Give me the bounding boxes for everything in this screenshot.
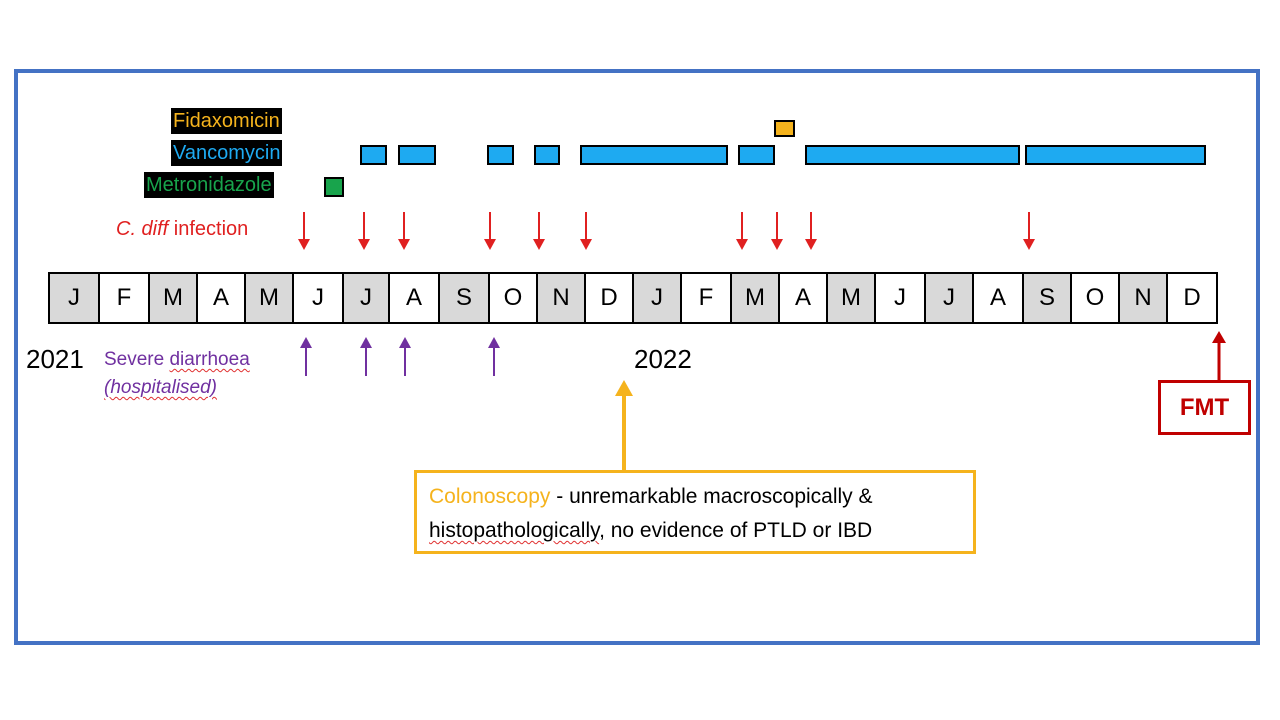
severe-arrow [399,337,411,376]
colonoscopy-line-1: Colonoscopy - unremarkable macroscopical… [429,485,873,508]
severe-arrow [300,337,312,376]
month-cell: A [196,272,246,324]
fmt-label: FMT [1179,393,1230,421]
fidaxomicin-bar [774,120,795,137]
infection-arrow [736,212,748,250]
month-cell: S [438,272,490,324]
year-label-2022: 2022 [634,344,692,374]
fmt-box: FMT [1158,380,1251,435]
colonoscopy-box: Colonoscopy - unremarkable macroscopical… [414,470,976,554]
month-cell: A [778,272,828,324]
vancomycin-bar [1025,145,1206,165]
cdiff-infection-label: C. diff infection [116,218,249,240]
infection-arrow [484,212,496,250]
month-cell: J [632,272,682,324]
month-cell: J [292,272,344,324]
metronidazole-bar [324,177,344,197]
infection-arrow [805,212,817,250]
month-cell: J [874,272,926,324]
month-cell: A [388,272,440,324]
month-cell: J [924,272,974,324]
infection-arrow [580,212,592,250]
month-cell: N [1118,272,1168,324]
hospitalised-text: (hospitalised) [104,377,217,398]
colonoscopy-line-2: histopathologically, no evidence of PTLD… [429,519,873,542]
infection-arrow [771,212,783,250]
month-cell: D [584,272,634,324]
month-cell: M [148,272,198,324]
infection-arrow [358,212,370,250]
severe-arrow [488,337,500,376]
colonoscopy-arrow [615,380,633,474]
vancomycin-bar [360,145,387,165]
vancomycin-bar [487,145,514,165]
severe-arrow [360,337,372,376]
month-cell: M [730,272,780,324]
year-label-2021: 2021 [26,344,84,374]
severe-diarrhoea-text: diarrhoea [169,349,250,370]
month-cell: J [342,272,390,324]
month-cell: F [680,272,732,324]
month-cell: F [98,272,150,324]
month-cell: N [536,272,586,324]
infection-arrow [533,212,545,250]
month-cell: A [972,272,1024,324]
vancomycin-label: Vancomycin [171,140,283,166]
month-cell: D [1166,272,1218,324]
month-cell: J [48,272,100,324]
fidaxomicin-label: Fidaxomicin [171,108,282,134]
vancomycin-bar [805,145,1020,165]
month-cell: O [1070,272,1120,324]
metronidazole-label: Metronidazole [144,172,274,198]
vancomycin-bar [398,145,436,165]
month-cell: S [1022,272,1072,324]
vancomycin-bar [580,145,728,165]
vancomycin-bar [534,145,560,165]
infection-arrow [1023,212,1035,250]
infection-arrow [298,212,310,250]
severe-diarrhoea-label: Severe diarrhoea (hospitalised) [104,349,250,398]
vancomycin-bar [738,145,775,165]
diagram-frame [14,69,1260,645]
infection-arrow [398,212,410,250]
month-cell: O [488,272,538,324]
fmt-arrow [1212,331,1226,382]
month-cell: M [826,272,876,324]
month-cell: M [244,272,294,324]
